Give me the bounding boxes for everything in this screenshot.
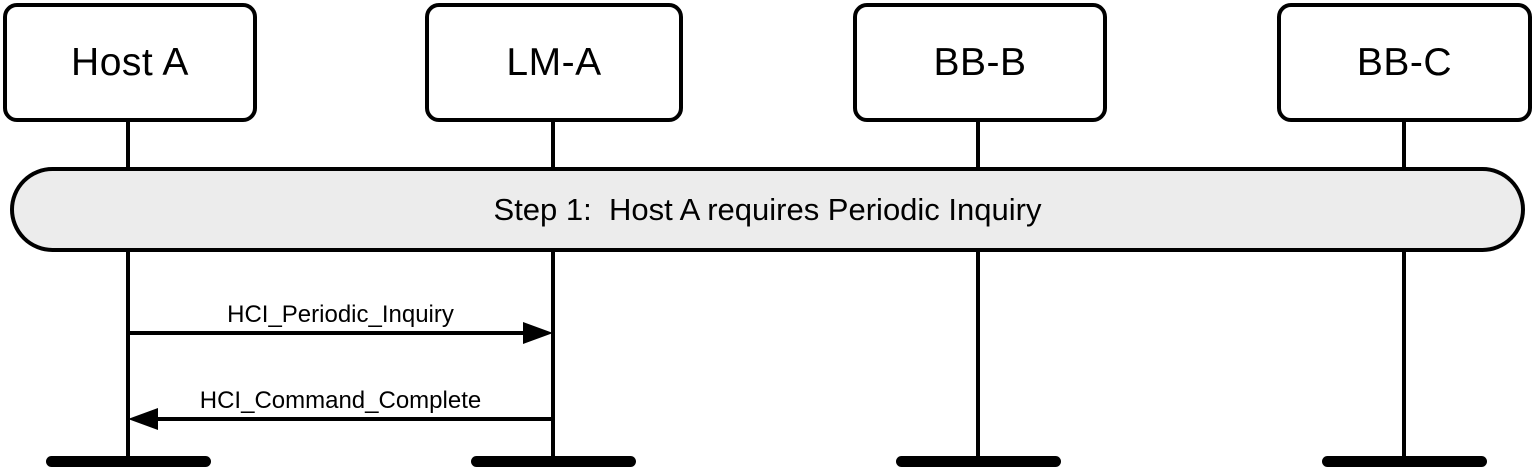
terminator-bb-c <box>1322 456 1487 467</box>
step-banner: Step 1: Host A requires Periodic Inquiry <box>10 167 1525 252</box>
message-line-hci-periodic-inquiry <box>128 331 525 335</box>
actor-label-host-a: Host A <box>71 41 189 84</box>
actor-box-host-a: Host A <box>3 3 257 122</box>
arrowhead-right-icon <box>523 322 553 344</box>
terminator-bb-b <box>896 456 1061 467</box>
actor-box-bb-c: BB-C <box>1277 3 1532 122</box>
lifeline-host-a <box>126 118 130 461</box>
actor-label-bb-b: BB-B <box>933 41 1027 84</box>
lifeline-bb-b <box>976 118 980 461</box>
terminator-lm-a <box>471 456 636 467</box>
actor-label-bb-c: BB-C <box>1356 41 1453 84</box>
message-line-hci-command-complete <box>156 417 553 421</box>
actor-box-bb-b: BB-B <box>853 3 1107 122</box>
actor-label-lm-a: LM-A <box>506 41 602 84</box>
lifeline-bb-c <box>1402 118 1406 461</box>
message-label-hci-periodic-inquiry: HCI_Periodic_Inquiry <box>227 301 454 328</box>
lifeline-lm-a <box>551 118 555 461</box>
arrowhead-left-icon <box>128 408 158 430</box>
message-label-hci-command-complete: HCI_Command_Complete <box>199 387 482 414</box>
actor-box-lm-a: LM-A <box>425 3 683 122</box>
step-banner-label: Step 1: Host A requires Periodic Inquiry <box>493 191 1042 227</box>
terminator-host-a <box>46 456 211 467</box>
